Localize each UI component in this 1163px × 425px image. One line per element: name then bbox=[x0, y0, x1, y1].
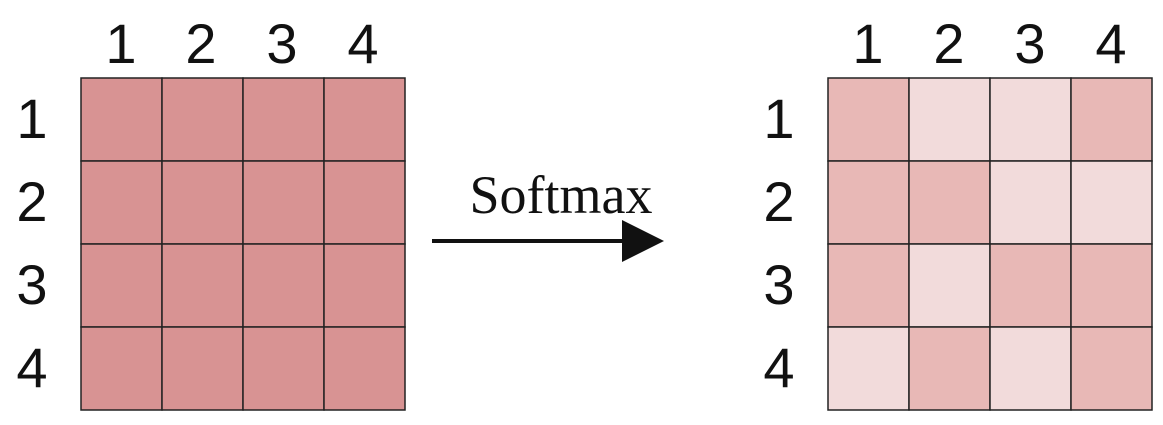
output-cells bbox=[827, 77, 1153, 411]
softmax-operation: Softmax bbox=[432, 165, 664, 262]
output-row-label-3: 3 bbox=[763, 253, 794, 316]
output-cell-r2-c4 bbox=[1070, 160, 1153, 245]
output-cell-r1-c4 bbox=[1070, 77, 1153, 162]
input-cell-r3-c4 bbox=[323, 243, 406, 328]
output-cell-r3-c4 bbox=[1070, 243, 1153, 328]
input-row-label-1: 1 bbox=[16, 87, 47, 150]
input-cell-r2-c1 bbox=[80, 160, 163, 245]
output-row-label-1: 1 bbox=[763, 87, 794, 150]
input-matrix: 1 2 3 4 1 2 3 4 bbox=[16, 12, 406, 411]
output-cell-r4-c4 bbox=[1070, 326, 1153, 411]
input-cells bbox=[80, 77, 406, 411]
input-row-label-4: 4 bbox=[16, 336, 47, 399]
input-cell-r3-c3 bbox=[242, 243, 325, 328]
input-cell-r2-c2 bbox=[161, 160, 244, 245]
input-row-label-3: 3 bbox=[16, 253, 47, 316]
input-row-label-2: 2 bbox=[16, 170, 47, 233]
input-cell-r3-c2 bbox=[161, 243, 244, 328]
input-cell-r1-c4 bbox=[323, 77, 406, 162]
output-cell-r4-c1 bbox=[827, 326, 910, 411]
output-col-label-4: 4 bbox=[1095, 12, 1126, 75]
output-cell-r3-c1 bbox=[827, 243, 910, 328]
output-col-label-1: 1 bbox=[852, 12, 883, 75]
output-col-label-2: 2 bbox=[933, 12, 964, 75]
input-col-label-2: 2 bbox=[185, 12, 216, 75]
output-row-label-2: 2 bbox=[763, 170, 794, 233]
output-cell-r2-c2 bbox=[908, 160, 991, 245]
output-cell-r2-c1 bbox=[827, 160, 910, 245]
input-col-label-4: 4 bbox=[347, 12, 378, 75]
output-cell-r1-c3 bbox=[989, 77, 1072, 162]
input-col-label-3: 3 bbox=[266, 12, 297, 75]
output-cell-r3-c3 bbox=[989, 243, 1072, 328]
input-cell-r4-c4 bbox=[323, 326, 406, 411]
input-cell-r2-c4 bbox=[323, 160, 406, 245]
output-column-labels: 1 2 3 4 bbox=[852, 12, 1126, 75]
input-col-label-1: 1 bbox=[105, 12, 136, 75]
input-cell-r2-c3 bbox=[242, 160, 325, 245]
output-col-label-3: 3 bbox=[1014, 12, 1045, 75]
output-row-labels: 1 2 3 4 bbox=[763, 87, 794, 399]
arrow-right-icon bbox=[622, 220, 664, 262]
output-row-label-4: 4 bbox=[763, 336, 794, 399]
output-cell-r4-c2 bbox=[908, 326, 991, 411]
input-cell-r3-c1 bbox=[80, 243, 163, 328]
softmax-label: Softmax bbox=[470, 165, 653, 225]
output-matrix: 1 2 3 4 1 2 3 4 bbox=[763, 12, 1153, 411]
output-cell-r4-c3 bbox=[989, 326, 1072, 411]
input-cell-r4-c1 bbox=[80, 326, 163, 411]
output-cell-r2-c3 bbox=[989, 160, 1072, 245]
output-cell-r1-c2 bbox=[908, 77, 991, 162]
output-cell-r1-c1 bbox=[827, 77, 910, 162]
input-cell-r1-c2 bbox=[161, 77, 244, 162]
input-cell-r1-c3 bbox=[242, 77, 325, 162]
input-column-labels: 1 2 3 4 bbox=[105, 12, 378, 75]
input-row-labels: 1 2 3 4 bbox=[16, 87, 47, 399]
input-cell-r1-c1 bbox=[80, 77, 163, 162]
input-cell-r4-c2 bbox=[161, 326, 244, 411]
input-cell-r4-c3 bbox=[242, 326, 325, 411]
output-cell-r3-c2 bbox=[908, 243, 991, 328]
